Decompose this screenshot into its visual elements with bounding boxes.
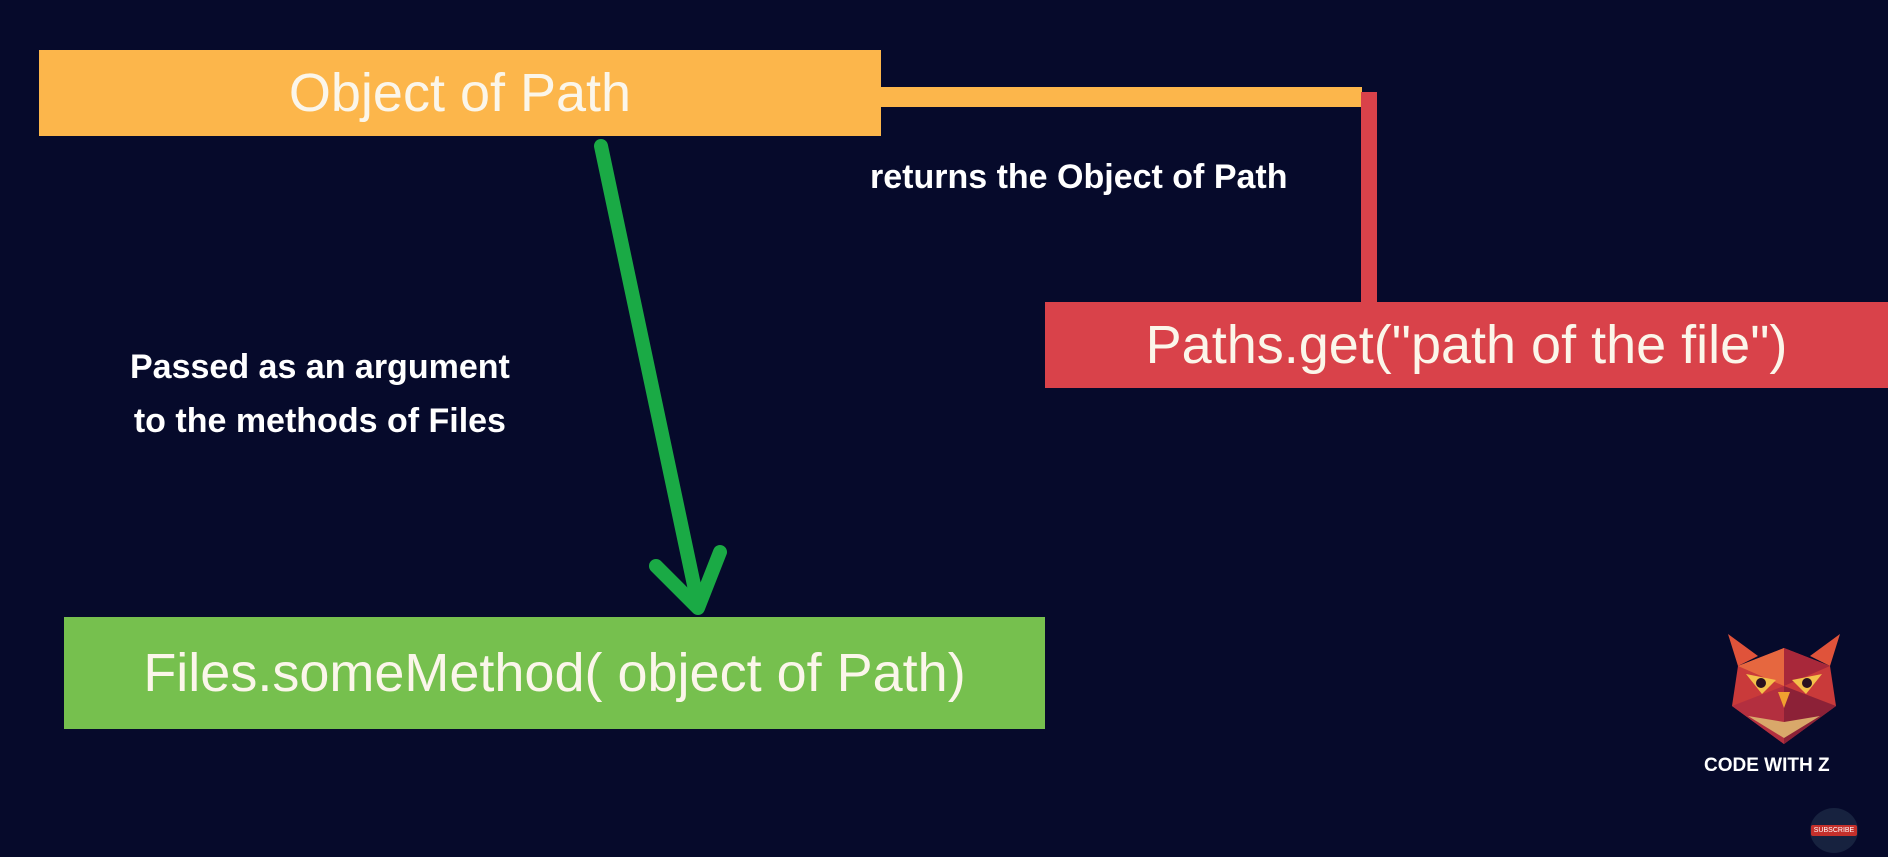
subscribe-badge[interactable]: SUBSCRIBE [1810,808,1858,853]
passed-edge-label-line1: Passed as an argument [130,348,510,386]
paths-get-label: Paths.get("path of the file") [1145,315,1788,375]
returns-edge-label: returns the Object of Path [870,158,1288,196]
passed-edge-label-line2: to the methods of Files [133,402,506,440]
object-of-path-label: Object of Path [288,63,632,123]
owl-logo-icon [1728,634,1840,744]
passed-arrow-head [649,545,727,615]
passed-edge-label: Passed as an argument to the methods of … [130,340,510,448]
subscribe-button[interactable]: SUBSCRIBE [1810,825,1858,836]
paths-get-node: Paths.get("path of the file") [1045,302,1888,388]
files-method-label: Files.someMethod( object of Path) [143,643,966,703]
channel-name: CODE WITH Z [1704,755,1830,776]
object-of-path-node: Object of Path [39,50,881,136]
files-method-node: Files.someMethod( object of Path) [64,617,1045,729]
passed-arrow-shaft [594,139,705,611]
